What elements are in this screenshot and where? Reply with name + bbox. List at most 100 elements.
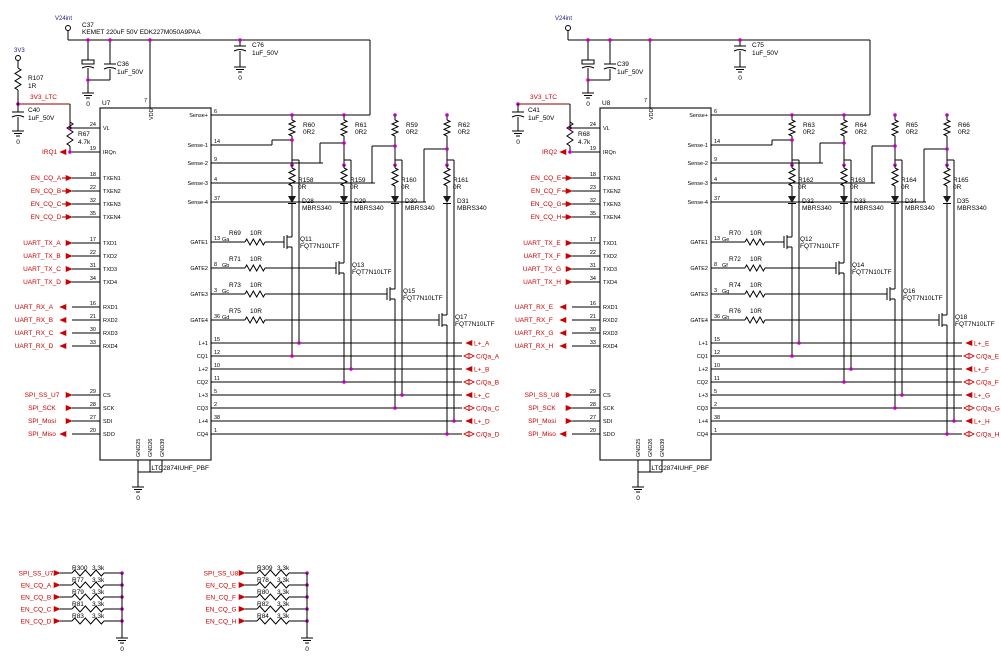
resistor-icon (787, 167, 797, 187)
pin-number: 2 (714, 402, 717, 408)
ground-label: 0 (305, 646, 309, 653)
pin-number: 5 (714, 389, 717, 395)
net-label: EN_CQ_H (531, 214, 562, 221)
pin-number: 35 (590, 211, 596, 217)
pin-name: GND39 (660, 439, 666, 457)
junction-dot (342, 141, 346, 145)
net-label: SPI_Mosi (28, 418, 56, 425)
net-label: UART_RX_H (515, 343, 554, 350)
pin-name: CQ2 (197, 380, 208, 386)
net-arrow-icon (565, 279, 573, 285)
net-label: C/Qa_B (476, 380, 499, 387)
resistor-value: 10R (250, 282, 262, 289)
pin-name: VL (103, 126, 110, 132)
resistor-icon (442, 167, 452, 187)
resistor-value: 3.3k (277, 577, 290, 584)
resistor-value: 0R2 (803, 129, 815, 136)
resistor-value: 0R (298, 184, 307, 191)
pin-name: TXD1 (103, 241, 117, 247)
net-label: L+_B (474, 367, 489, 374)
resistor-icon (942, 119, 952, 137)
resistor-icon (890, 167, 900, 187)
net-arrow-icon (565, 418, 573, 424)
gate-net-label: Gh (722, 315, 729, 321)
fet-ref: Q14 (852, 262, 865, 269)
net-label: EN_CQ_F (531, 188, 561, 195)
cap-ref: C41 (528, 107, 540, 114)
resistor-value: 10R (750, 256, 762, 263)
junction-dot (893, 113, 897, 117)
cap-value: 1uF_50V (28, 115, 55, 122)
pin-name: TXEN3 (603, 202, 621, 208)
resistor-value: 3.3k (277, 601, 290, 608)
junction-dot (297, 341, 301, 345)
pin-name: CQ4 (197, 432, 208, 438)
resistor-icon (71, 569, 105, 577)
resistor-icon (244, 263, 266, 273)
pin-number: 33 (590, 340, 596, 346)
pin-number: 36 (714, 314, 720, 320)
resistor-value: 0R (953, 184, 962, 191)
pin-name: Sense-2 (188, 161, 209, 167)
ground-label: 0 (16, 139, 20, 146)
pin-name: RXD2 (603, 318, 618, 324)
resistor-ref: R79 (72, 589, 84, 596)
pin-number: 27 (90, 415, 96, 421)
junction-dot (400, 393, 404, 397)
pin-name: GND39 (160, 439, 166, 457)
net-arrow-icon (465, 366, 473, 372)
pin-number: 20 (590, 428, 596, 434)
resistor-ref: R70 (729, 230, 741, 237)
pin-number: 33 (90, 340, 96, 346)
chip-part: LTC2874IUHF_PBF (651, 465, 709, 472)
pin-number: 31 (590, 263, 596, 269)
diode-icon (443, 196, 451, 203)
v33ltc-label: 3V3_LTC (530, 94, 557, 101)
net-label: EN_CQ_B (31, 188, 61, 195)
capacitor-icon (11, 115, 25, 118)
resistor-icon (839, 167, 849, 187)
bidir-arrow-icon (462, 352, 476, 360)
pin-number: 14 (214, 139, 220, 145)
cap-value: 1uF_50V (528, 115, 555, 122)
resistor-icon (390, 167, 400, 187)
resistor-value: 4.7k (578, 139, 591, 146)
junction-dot (86, 78, 90, 82)
resistor-ref: R158 (298, 177, 314, 184)
pin-name: TXD3 (103, 267, 117, 273)
net-arrow-icon (59, 330, 67, 336)
ground-label: 0 (238, 75, 242, 82)
net-label: EN_CQ_E (531, 175, 562, 182)
net-label: L+_F (974, 367, 989, 374)
pin-number: 11 (214, 376, 220, 382)
resistor-value: 3.3k (92, 601, 105, 608)
junction-dot (393, 406, 397, 410)
resistor-value: 10R (750, 308, 762, 315)
resistor-value: 3.3k (92, 613, 105, 620)
net-arrow-icon (965, 418, 973, 424)
resistor-icon (256, 593, 290, 601)
pin-number: 10 (714, 363, 720, 369)
pin-name: L+2 (199, 367, 208, 373)
net-arrow-icon (565, 240, 573, 246)
pin-number: 22 (90, 250, 96, 256)
net-label: SPI_Miso (28, 431, 56, 438)
cap-value: 1uF_50V (752, 50, 779, 57)
junction-dot (842, 380, 846, 384)
diode-ref: D31 (457, 198, 469, 205)
net-label: SPI_SS_U7 (19, 571, 54, 578)
pin-number: 17 (90, 237, 96, 243)
cap-value: 1uF_50V (617, 69, 644, 76)
diode-icon (340, 196, 348, 203)
resistor-icon (744, 315, 766, 325)
elco-icon (581, 59, 595, 65)
resistor-icon (942, 167, 952, 187)
net-label: EN_CQ_A (31, 175, 62, 182)
junction-dot (797, 341, 801, 345)
net-arrow-icon (565, 188, 573, 194)
net-arrow-icon (65, 188, 73, 194)
resistor-icon (390, 119, 400, 137)
net-label: UART_TX_G (523, 266, 561, 273)
resistor-ref: R73 (229, 282, 241, 289)
pin-number: 29 (590, 389, 596, 395)
